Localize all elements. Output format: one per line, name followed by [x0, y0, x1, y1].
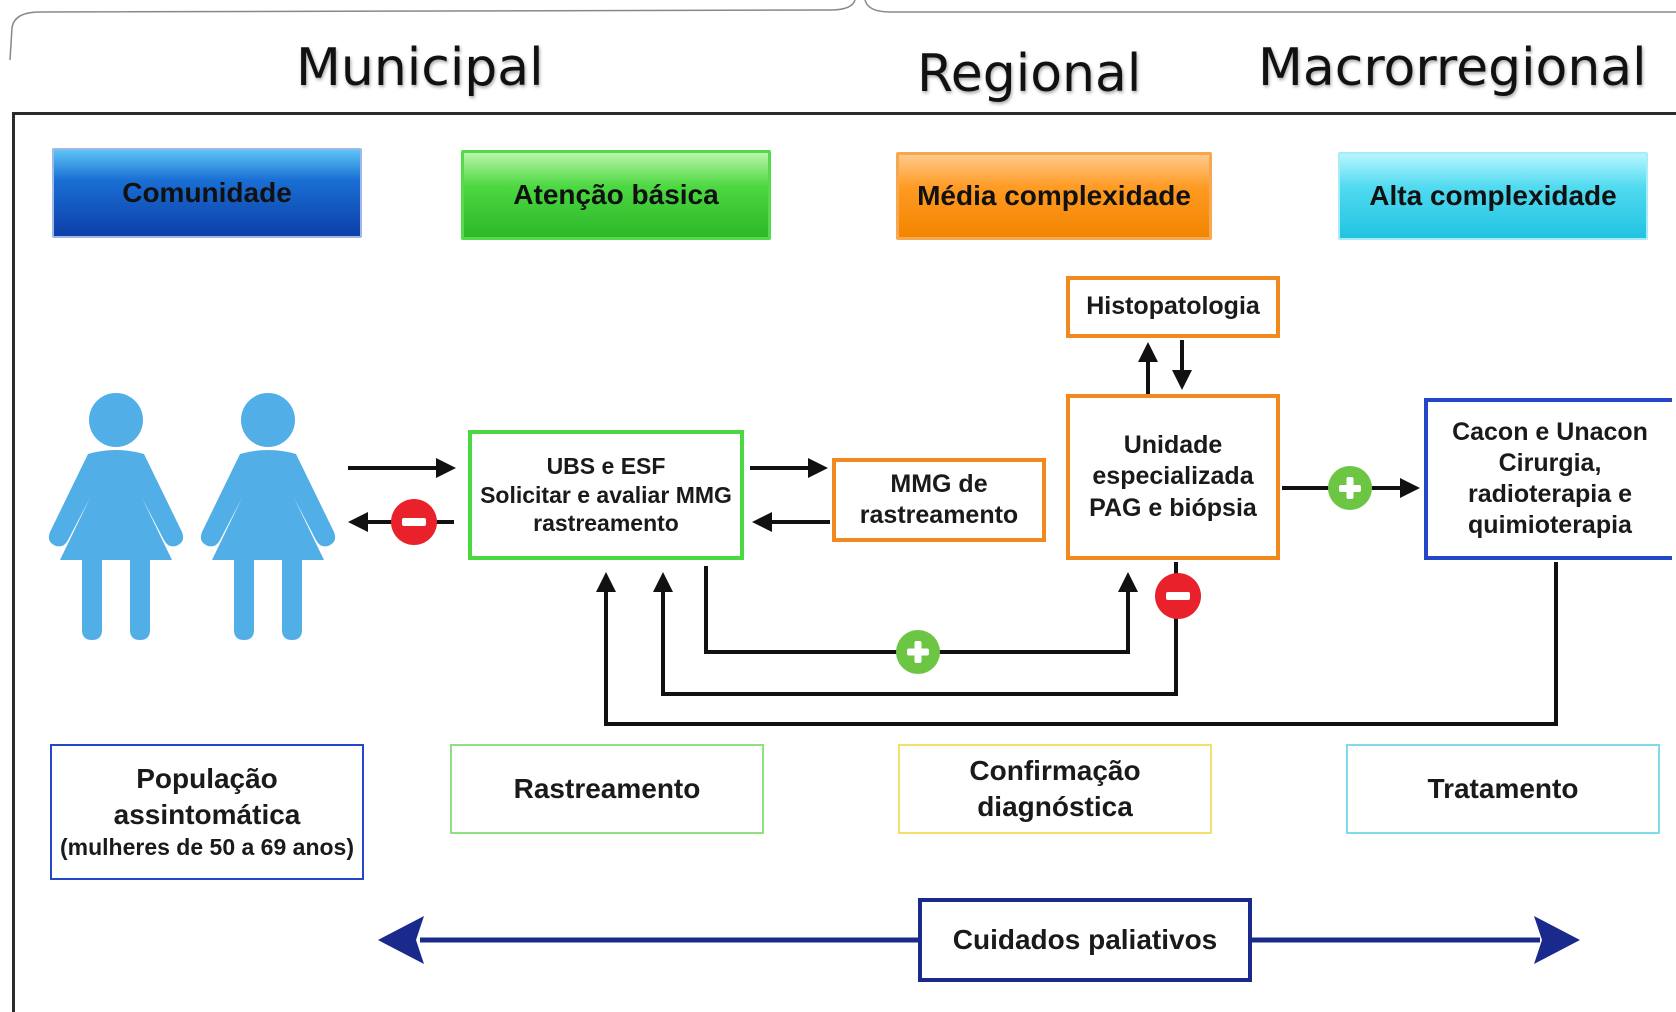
stage-populacao: População assintomática (mulheres de 50 …: [50, 744, 364, 880]
cuidados-paliativos-box: Cuidados paliativos: [918, 898, 1252, 982]
stage-confirmacao-line-1: Confirmação: [969, 754, 1141, 786]
node-unidade-line-3: PAG e biópsia: [1089, 493, 1257, 522]
node-mmg-line-1: MMG de: [890, 469, 988, 498]
header-comunidade: Comunidade: [52, 148, 362, 238]
node-cacon-unacon: Cacon e Unacon Cirurgia, radioterapia e …: [1424, 398, 1672, 560]
women-figures: [48, 393, 336, 640]
node-unidade-line-2: especializada: [1092, 462, 1254, 491]
level-municipal: Municipal: [296, 38, 544, 98]
stage-populacao-line-2: assintomática: [113, 799, 301, 831]
top-brace-decoration: [9, 0, 1676, 60]
stage-rastreamento-label: Rastreamento: [513, 772, 701, 804]
stage-tratamento: Tratamento: [1346, 744, 1660, 834]
stage-rastreamento: Rastreamento: [450, 744, 764, 834]
stage-confirmacao: Confirmação diagnóstica: [898, 744, 1212, 834]
level-regional: Regional: [917, 44, 1142, 104]
stage-tratamento-label: Tratamento: [1427, 772, 1579, 804]
header-alta-complexidade-label: Alta complexidade: [1369, 180, 1617, 211]
node-ubs-line-3: rastreamento: [533, 510, 679, 537]
header-media-complexidade-label: Média complexidade: [917, 180, 1191, 211]
level-macrorregional: Macrorregional: [1258, 38, 1647, 98]
node-ubs-line-1: UBS e ESF: [546, 452, 666, 479]
header-atencao-basica-label: Atenção básica: [513, 179, 719, 210]
stage-populacao-line-3: (mulheres de 50 a 69 anos): [59, 834, 354, 861]
node-cacon-line-1: Cacon e Unacon: [1452, 417, 1648, 446]
node-histopatologia-label: Histopatologia: [1086, 292, 1260, 321]
header-media-complexidade: Média complexidade: [896, 152, 1212, 240]
node-mmg-line-2: rastreamento: [859, 501, 1019, 529]
stage-populacao-line-1: População: [136, 762, 278, 794]
node-cacon-line-2: Cirurgia,: [1498, 448, 1602, 477]
node-ubs-esf: UBS e ESF Solicitar e avaliar MMG rastre…: [468, 430, 744, 560]
header-alta-complexidade: Alta complexidade: [1338, 152, 1648, 240]
header-comunidade-label: Comunidade: [122, 177, 292, 208]
header-atencao-basica: Atenção básica: [461, 150, 771, 240]
cuidados-paliativos-label: Cuidados paliativos: [952, 923, 1218, 955]
node-unidade-line-1: Unidade: [1123, 431, 1223, 460]
stage-confirmacao-line-2: diagnóstica: [977, 791, 1133, 822]
woman-icon: [48, 393, 184, 640]
woman-icon: [200, 393, 336, 640]
diagram-frame: [12, 112, 1676, 1012]
node-ubs-line-2: Solicitar e avaliar MMG: [480, 481, 732, 508]
node-histopatologia: Histopatologia: [1066, 276, 1280, 338]
node-unidade-especializada: Unidade especializada PAG e biópsia: [1066, 394, 1280, 560]
node-mmg-rastreamento: MMG de rastreamento: [832, 458, 1046, 542]
node-cacon-line-3: radioterapia e: [1468, 480, 1632, 508]
node-cacon-line-4: quimioterapia: [1468, 511, 1632, 540]
